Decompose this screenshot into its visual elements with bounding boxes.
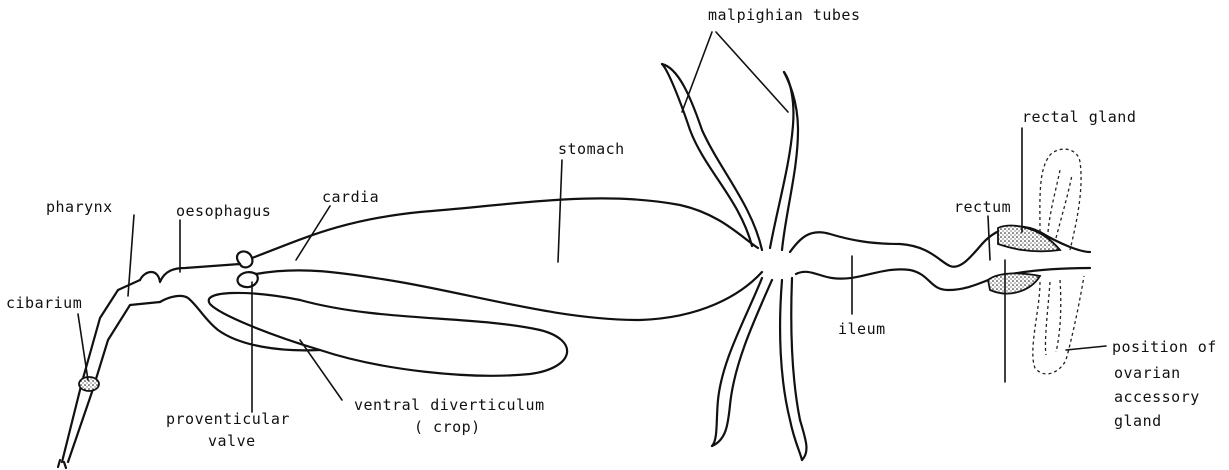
malpighian-tubes: [662, 64, 806, 460]
label-ventral-diverticulum-line2: ( crop): [414, 418, 481, 436]
label-ovarian-line2: ovarian: [1114, 364, 1181, 382]
stomach-midgut: [252, 198, 762, 320]
label-cibarium: cibarium: [6, 294, 82, 312]
label-ovarian-line3: accessory: [1114, 388, 1200, 406]
label-ovarian-line1: position of: [1112, 338, 1217, 356]
ileum: [790, 232, 1000, 290]
label-proventicular-line1: proventicular: [166, 410, 290, 428]
label-ventral-diverticulum-line1: ventral diverticulum: [354, 396, 545, 414]
pharynx-oesophagus: [140, 264, 320, 350]
label-oesophagus: oesophagus: [176, 202, 271, 220]
cibarium-marker: [79, 377, 99, 391]
label-pharynx: pharynx: [46, 198, 113, 216]
rectal-gland-lower: [988, 273, 1040, 293]
ovarian-accessory-gland-outline: [1033, 149, 1084, 374]
label-rectum: rectum: [954, 198, 1011, 216]
label-ileum: ileum: [838, 320, 886, 338]
label-proventicular-line2: valve: [208, 432, 256, 450]
label-rectal-gland: rectal gland: [1022, 108, 1136, 126]
label-ovarian-line4: gland: [1114, 412, 1162, 430]
label-stomach: stomach: [558, 140, 625, 158]
label-malpighian-tubes: malpighian tubes: [708, 6, 861, 24]
label-cardia: cardia: [322, 188, 379, 206]
leader-lines: [78, 32, 1106, 412]
